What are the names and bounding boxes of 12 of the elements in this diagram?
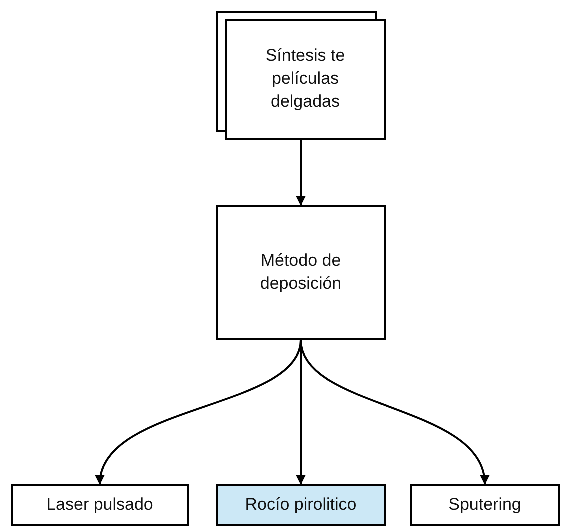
process-box xyxy=(410,484,560,526)
process-box xyxy=(216,205,386,340)
arrow xyxy=(296,140,306,206)
node-label: Laser pulsado xyxy=(46,494,154,516)
node-label: Síntesis te películas delgadas xyxy=(264,45,346,113)
node-label: Rocío pirolitico xyxy=(245,494,357,516)
process-box xyxy=(216,484,386,526)
process-box xyxy=(11,484,189,526)
node-label: Método de deposición xyxy=(259,250,343,294)
arrow xyxy=(300,340,488,485)
node-label: Sputering xyxy=(448,494,522,516)
document-stack-box xyxy=(225,19,386,140)
